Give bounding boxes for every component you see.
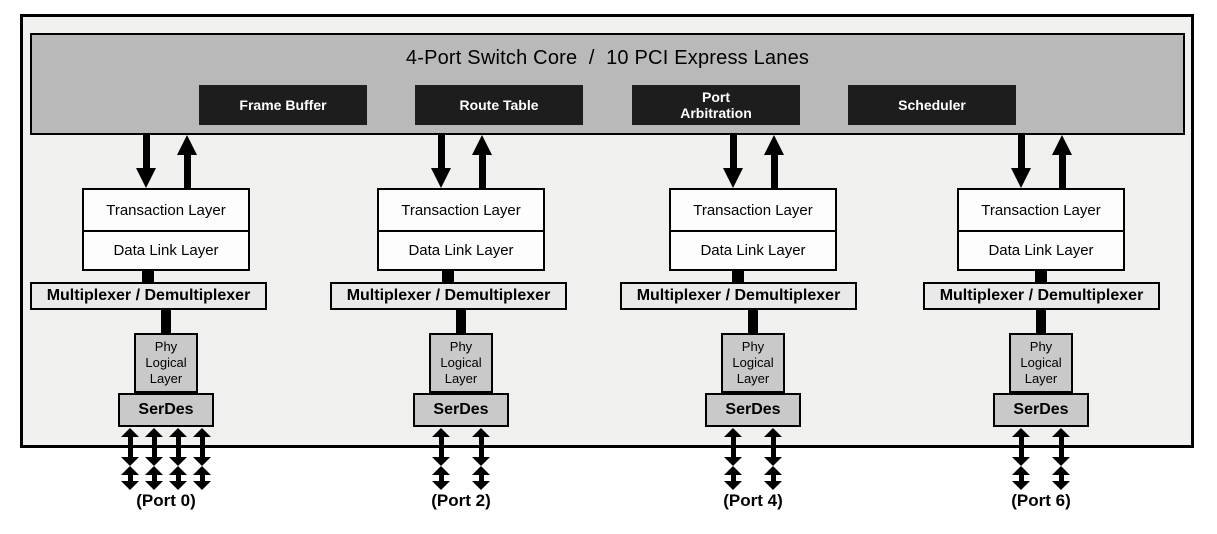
data-link-layer-box: Data Link Layer <box>84 230 248 269</box>
lane-double-arrow-icon <box>121 428 139 490</box>
up-arrow-icon <box>1052 135 1072 188</box>
transaction-layer-box: Transaction Layer <box>401 201 521 219</box>
connector-bar <box>442 269 454 282</box>
transaction-layer-box: Transaction Layer <box>106 201 226 219</box>
serdes-box: SerDes <box>705 393 801 427</box>
connector-bar <box>1035 269 1047 282</box>
lane-double-arrow-icon <box>169 428 187 490</box>
serdes-box: SerDes <box>118 393 214 427</box>
phy-logical-layer-box: Phy Logical Layer <box>1009 333 1073 393</box>
transaction-layer-box: Transaction Layer <box>981 201 1101 219</box>
connector-bar <box>748 308 758 333</box>
module-frame-buffer: Frame Buffer <box>199 85 367 125</box>
mux-demux-box: Multiplexer / Demultiplexer <box>620 282 857 310</box>
module-port-arbitration: Port Arbitration <box>632 85 800 125</box>
serdes-box: SerDes <box>993 393 1089 427</box>
down-arrow-icon <box>1011 135 1031 188</box>
module-scheduler: Scheduler <box>848 85 1016 125</box>
phy-logical-layer-box: Phy Logical Layer <box>134 333 198 393</box>
up-arrow-icon <box>472 135 492 188</box>
switch-core-title: 4-Port Switch Core / 10 PCI Express Lane… <box>405 47 810 69</box>
connector-bar <box>161 308 171 333</box>
mux-demux-box: Multiplexer / Demultiplexer <box>923 282 1160 310</box>
connector-bar <box>732 269 744 282</box>
port-label: (Port 6) <box>1011 491 1071 510</box>
module-route-table: Route Table <box>415 85 583 125</box>
up-arrow-icon <box>764 135 784 188</box>
down-arrow-icon <box>431 135 451 188</box>
port-label: (Port 0) <box>136 491 196 510</box>
lane-double-arrow-icon <box>764 428 782 490</box>
data-link-layer-box: Data Link Layer <box>671 230 835 269</box>
connector-bar <box>456 308 466 333</box>
layer-stack-box: Transaction Layer Data Link Layer <box>957 188 1125 271</box>
lane-double-arrow-icon <box>1052 428 1070 490</box>
transaction-layer-box: Transaction Layer <box>693 201 813 219</box>
lane-double-arrow-icon <box>145 428 163 490</box>
phy-logical-layer-box: Phy Logical Layer <box>429 333 493 393</box>
lane-double-arrow-icon <box>1012 428 1030 490</box>
lane-double-arrow-icon <box>193 428 211 490</box>
port-label: (Port 2) <box>431 491 491 510</box>
connector-bar <box>142 269 154 282</box>
layer-stack-box: Transaction Layer Data Link Layer <box>377 188 545 271</box>
down-arrow-icon <box>723 135 743 188</box>
layer-stack-box: Transaction Layer Data Link Layer <box>82 188 250 271</box>
mux-demux-box: Multiplexer / Demultiplexer <box>30 282 267 310</box>
port-label: (Port 4) <box>723 491 783 510</box>
phy-logical-layer-box: Phy Logical Layer <box>721 333 785 393</box>
data-link-layer-box: Data Link Layer <box>959 230 1123 269</box>
layer-stack-box: Transaction Layer Data Link Layer <box>669 188 837 271</box>
serdes-box: SerDes <box>413 393 509 427</box>
lane-double-arrow-icon <box>724 428 742 490</box>
lane-double-arrow-icon <box>432 428 450 490</box>
data-link-layer-box: Data Link Layer <box>379 230 543 269</box>
lane-double-arrow-icon <box>472 428 490 490</box>
down-arrow-icon <box>136 135 156 188</box>
up-arrow-icon <box>177 135 197 188</box>
mux-demux-box: Multiplexer / Demultiplexer <box>330 282 567 310</box>
connector-bar <box>1036 308 1046 333</box>
